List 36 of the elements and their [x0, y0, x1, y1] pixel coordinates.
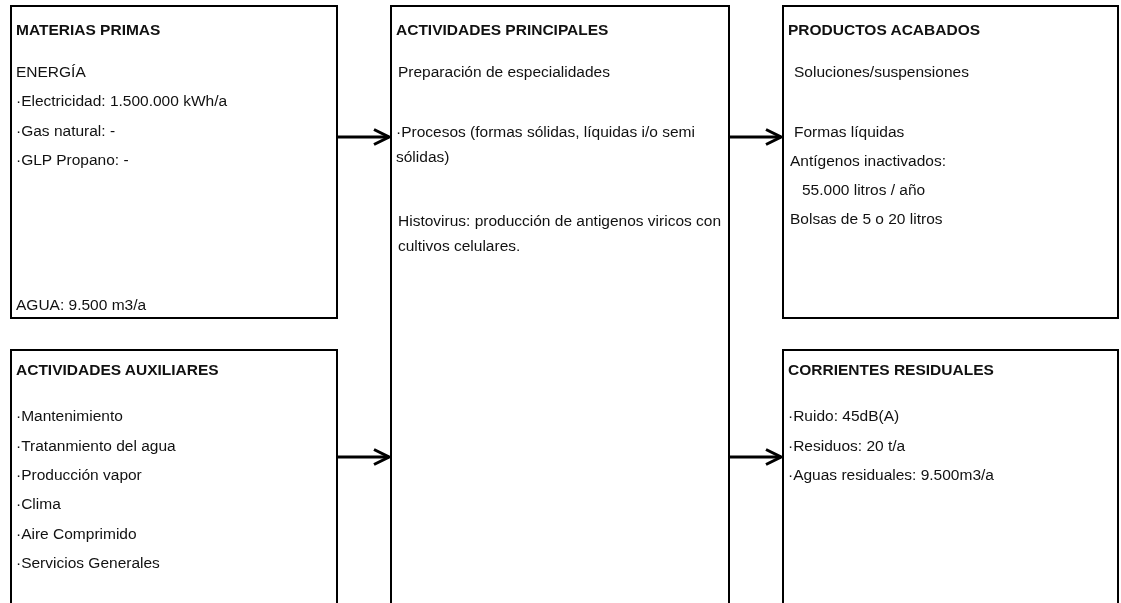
box-text: Soluciones/suspensiones — [794, 62, 969, 82]
box-text: ·Clima — [16, 494, 61, 514]
box-heading: PRODUCTOS ACABADOS — [788, 20, 981, 40]
box-text: ·Ruido: 45dB(A) — [788, 406, 900, 426]
box-text: AGUA: 9.500 m3/a — [16, 295, 147, 315]
box-text: ·Gas natural: - — [16, 121, 116, 141]
process-box — [390, 5, 730, 603]
box-text: Bolsas de 5 o 20 litros — [790, 209, 943, 229]
box-text: ·Residuos: 20 t/a — [788, 436, 906, 456]
box-text: Preparación de especialidades — [398, 62, 610, 82]
box-text: ·GLP Propano: - — [16, 150, 129, 170]
box-text: Histovirus: producción de antigenos viricos con cultivos celulares. — [398, 211, 723, 256]
box-heading: CORRIENTES RESIDUALES — [788, 360, 994, 380]
box-text: Formas líquidas — [794, 122, 905, 142]
arrow — [730, 448, 783, 466]
box-heading: ACTIVIDADES PRINCIPALES — [396, 20, 609, 40]
box-heading: ACTIVIDADES AUXILIARES — [16, 360, 219, 380]
box-heading: MATERIAS PRIMAS — [16, 20, 161, 40]
box-text: Antígenos inactivados: — [790, 151, 946, 171]
box-text: 55.000 litros / año — [802, 180, 926, 200]
box-text: ·Aguas residuales: 9.500m3/a — [788, 465, 994, 485]
arrow — [338, 128, 391, 146]
arrow — [338, 448, 391, 466]
box-text: ·Mantenimiento — [16, 406, 123, 426]
arrow — [730, 128, 783, 146]
process-box — [10, 5, 338, 319]
box-text: ·Producción vapor — [16, 465, 142, 485]
box-text: ·Aire Comprimido — [16, 524, 137, 544]
process-box — [10, 349, 338, 603]
box-text: ·Electricidad: 1.500.000 kWh/a — [16, 91, 228, 111]
box-text: ·Tratanmiento del agua — [16, 436, 176, 456]
process-box — [782, 349, 1119, 603]
box-text: ·Servicios Generales — [16, 553, 160, 573]
box-text: ·Procesos (formas sólidas, líquidas i/o semi sólidas) — [396, 122, 696, 167]
box-text: ENERGÍA — [16, 62, 86, 82]
process-box — [782, 5, 1119, 319]
